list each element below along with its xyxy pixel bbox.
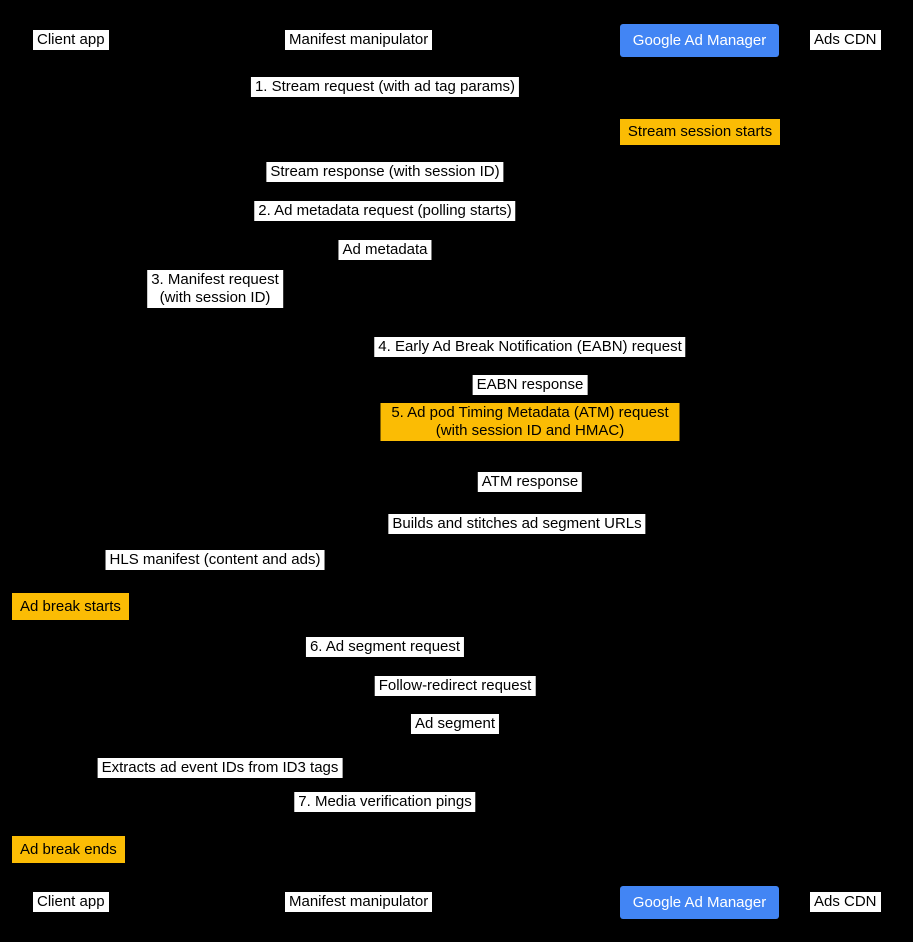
participant-bottom-ads-cdn: Ads CDN [810, 892, 881, 912]
message-builds-and-stitches: Builds and stitches ad segment URLs [388, 514, 646, 534]
note-stream-session-starts: Stream session starts [620, 119, 780, 145]
message-eabn-request: 4. Early Ad Break Notification (EABN) re… [374, 337, 686, 357]
note-ad-break-ends: Ad break ends [12, 836, 125, 863]
message-atm-response: ATM response [477, 472, 583, 492]
message-stream-response: Stream response (with session ID) [266, 162, 504, 182]
participant-bottom-google-ad-manager: Google Ad Manager [620, 886, 779, 919]
participant-bottom-manifest-manipulator: Manifest manipulator [285, 892, 433, 912]
message-ad-segment-request: 6. Ad segment request [305, 637, 465, 657]
message-eabn-response: EABN response [472, 375, 588, 395]
note-atm-request: 5. Ad pod Timing Metadata (ATM) request … [380, 403, 680, 441]
message-ad-metadata: Ad metadata [338, 240, 432, 260]
participant-top-ads-cdn: Ads CDN [810, 30, 881, 50]
message-stream-request: 1. Stream request (with ad tag params) [250, 77, 520, 97]
message-ad-metadata-request: 2. Ad metadata request (polling starts) [254, 201, 516, 221]
message-media-verification-pings: 7. Media verification pings [294, 792, 476, 812]
note-ad-break-starts: Ad break starts [12, 593, 129, 620]
participant-top-google-ad-manager: Google Ad Manager [620, 24, 779, 57]
message-hls-manifest: HLS manifest (content and ads) [105, 550, 325, 570]
participant-top-manifest-manipulator: Manifest manipulator [285, 30, 433, 50]
message-follow-redirect-request: Follow-redirect request [374, 676, 536, 696]
message-manifest-request: 3. Manifest request (with session ID) [147, 270, 283, 308]
participant-top-client-app: Client app [33, 30, 109, 50]
message-ad-segment: Ad segment [410, 714, 500, 734]
message-extracts-id3-tags: Extracts ad event IDs from ID3 tags [97, 758, 343, 778]
participant-bottom-client-app: Client app [33, 892, 109, 912]
